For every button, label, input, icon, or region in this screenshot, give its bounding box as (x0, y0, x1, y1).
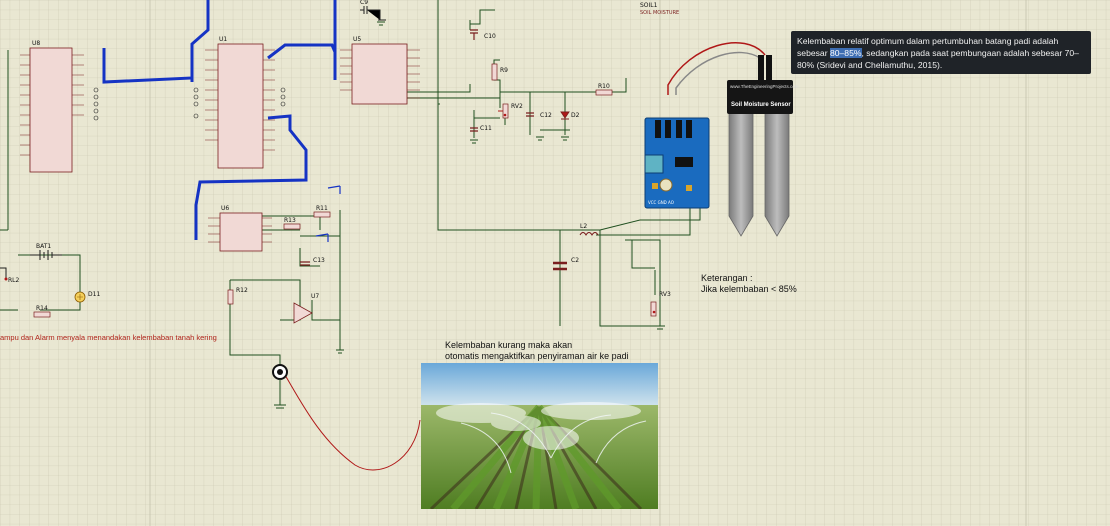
svg-text:R12: R12 (236, 287, 248, 294)
svg-text:C13: C13 (313, 257, 325, 264)
alarm-note: ampu dan Alarm menyala menandakan kelemb… (0, 333, 217, 342)
soil-sensor-module[interactable]: VCC GND AO (644, 117, 710, 209)
svg-text:R9: R9 (500, 67, 508, 74)
capacitor-c2[interactable]: C2 (553, 257, 579, 271)
lamp-d11[interactable]: D11 (74, 291, 100, 303)
potentiometer-rv3[interactable]: RV3 (650, 291, 671, 317)
info-tooltip: Kelembaban relatif optimum dalam pertumb… (791, 31, 1091, 74)
data-bus (102, 0, 337, 240)
svg-text:U5: U5 (353, 36, 361, 43)
svg-text:R10: R10 (598, 83, 610, 90)
soil-sensor-probes[interactable] (728, 55, 790, 237)
svg-text:U6: U6 (221, 205, 229, 212)
capacitor-c9[interactable]: C9 (360, 0, 386, 21)
resistor-r11[interactable]: R11 (313, 205, 331, 218)
resistor-r14[interactable]: R14 (33, 305, 51, 318)
svg-text:C11: C11 (480, 125, 492, 132)
svg-text:L2: L2 (580, 223, 587, 230)
svg-text:D11: D11 (88, 291, 100, 298)
inductor-l2[interactable]: L2 (579, 223, 599, 236)
chip-pins (20, 49, 420, 243)
chip-u8[interactable]: U8 (29, 40, 73, 173)
chip-u1[interactable]: U1 (217, 36, 264, 169)
potentiometer-rv2[interactable]: RV2 (498, 103, 523, 119)
keterangan-note: Keterangan : Jika kelembaban < 85% (701, 273, 797, 295)
svg-text:U8: U8 (32, 40, 40, 47)
svg-text:R14: R14 (36, 305, 48, 312)
resistor-r13[interactable]: R13 (283, 217, 301, 230)
svg-text:C12: C12 (540, 112, 552, 119)
ground-symbols (336, 21, 665, 354)
svg-text:D2: D2 (571, 112, 580, 119)
svg-text:R13: R13 (284, 217, 296, 224)
irrigation-photo[interactable] (421, 363, 658, 509)
keterangan-title: Keterangan : (701, 273, 753, 283)
sensor-name-text: Soil Moisture Sensor (731, 102, 791, 108)
resistor-r10[interactable]: R10 (595, 83, 613, 96)
battery-bat1[interactable]: BAT1 (30, 243, 62, 260)
chip-u5[interactable]: U5 (351, 36, 408, 105)
svg-text:BAT1: BAT1 (36, 243, 51, 250)
photo-caption-line2: otomatis mengaktifkan penyiraman air ke … (445, 351, 629, 361)
svg-text:C9: C9 (360, 0, 368, 6)
diode-d2[interactable]: D2 (560, 111, 580, 120)
opamp-u7[interactable]: U7 (293, 293, 319, 324)
sensor-header: www.TheEngineeringProjects.com Soil Mois… (727, 80, 799, 114)
switch-icons[interactable] (315, 185, 341, 242)
speaker-icon[interactable] (272, 364, 288, 409)
resistor-r12[interactable]: R12 (227, 287, 248, 305)
capacitor-c12[interactable]: C12 (526, 112, 552, 119)
sensor-cable-red (667, 42, 766, 95)
circuit-wires (0, 0, 701, 365)
svg-text:RL2: RL2 (8, 277, 20, 284)
svg-text:RV3: RV3 (659, 291, 671, 298)
keterangan-body: Jika kelembaban < 85% (701, 284, 797, 294)
chip-u6[interactable]: U6 (219, 205, 263, 252)
svg-text:RV2: RV2 (511, 103, 523, 110)
resistor-r9[interactable]: R9 (491, 63, 508, 81)
module-label: SOIL1 SOIL MOISTURE (640, 2, 679, 16)
photo-caption: Kelembaban kurang maka akan otomatis men… (445, 340, 629, 362)
svg-text:SOIL MOISTURE: SOIL MOISTURE (640, 10, 679, 16)
svg-text:R11: R11 (316, 205, 328, 212)
module-pins: VCC GND AO (648, 200, 674, 205)
irrigation-illustration (421, 363, 658, 509)
sensor-site-text: www.TheEngineeringProjects.com (730, 84, 799, 89)
probe-cable (284, 374, 421, 471)
sensor-cable-gray (675, 51, 761, 95)
io-terminals (93, 87, 286, 121)
svg-text:C10: C10 (484, 33, 496, 40)
tooltip-text-end: , sedangkan pada saat pembungaan adalah … (797, 48, 1079, 70)
svg-text:U7: U7 (311, 293, 319, 300)
svg-text:U1: U1 (219, 36, 227, 43)
capacitor-c11[interactable]: C11 (470, 125, 492, 132)
tooltip-highlight: 80–85% (829, 48, 862, 58)
relay-rl2[interactable]: RL2 (0, 267, 20, 284)
capacitor-c10[interactable]: C10 (470, 29, 496, 40)
tooltip-text-start: Kelembaban relatif optimum dalam pertumb… (797, 36, 1059, 58)
photo-caption-line1: Kelembaban kurang maka akan (445, 340, 573, 350)
capacitor-c13[interactable]: C13 (300, 257, 325, 266)
svg-text:SOIL1: SOIL1 (640, 2, 658, 9)
svg-text:C2: C2 (571, 257, 579, 264)
